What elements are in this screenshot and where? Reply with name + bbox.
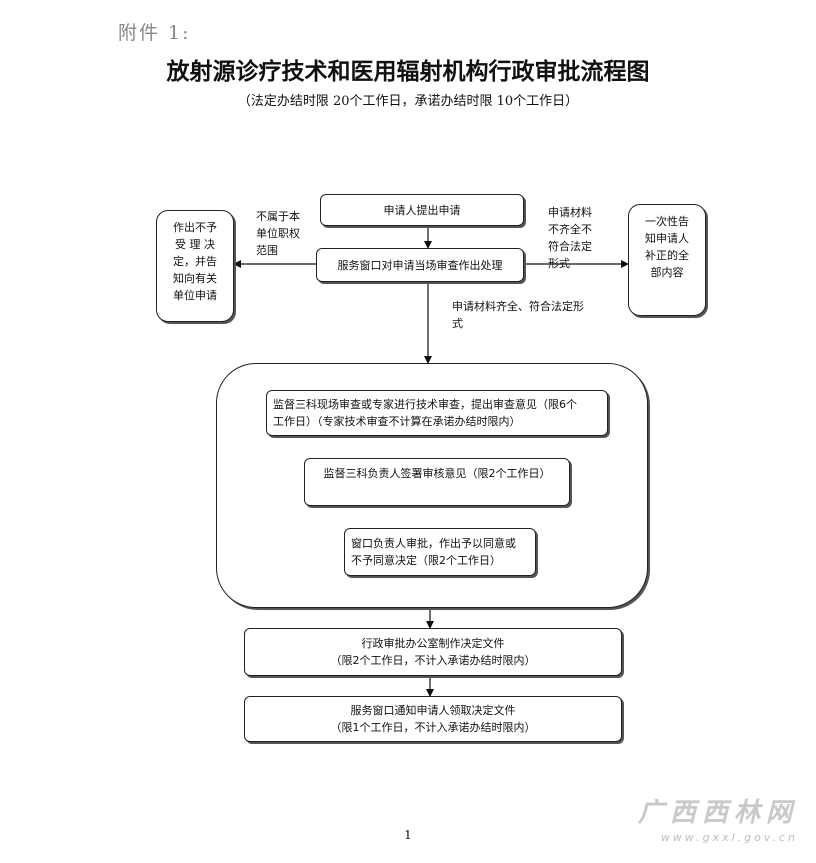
step-window-approval: 窗口负责人审批，作出予以同意或 不予同意决定（限2个工作日） bbox=[344, 528, 536, 576]
step-notify-applicant: 服务窗口通知申请人领取决定文件 （限1个工作日，不计入承诺办结时限内） bbox=[244, 696, 622, 742]
page-title: 放射源诊疗技术和医用辐射机构行政审批流程图 bbox=[166, 58, 650, 85]
watermark-name: 广西西林网 bbox=[637, 798, 798, 828]
reject-condition-label: 不属于本 单位职权 范围 bbox=[256, 210, 300, 257]
apply-box: 申请人提出申请 bbox=[320, 194, 524, 226]
correct-condition-label: 申请材料 不齐全不 符合法定 形式 bbox=[548, 206, 592, 270]
window-review-box: 服务窗口对申请当场审查作出处理 bbox=[316, 248, 524, 282]
accept-condition-label: 申请材料齐全、符合法定形 式 bbox=[452, 300, 584, 330]
attachment-label: 附件 1: bbox=[118, 22, 191, 44]
reject-box: 作出不予 受 理 决 定，并告 知向有关 单位申请 bbox=[156, 210, 234, 322]
step-director-review: 监督三科负责人签署审核意见（限2个工作日） bbox=[304, 458, 570, 506]
page-number: 1 bbox=[404, 828, 412, 842]
site-watermark: 广西西林网 www.gxxl.gov.cn bbox=[638, 792, 798, 844]
page-subtitle: （法定办结时限 20个工作日，承诺办结时限 10个工作日） bbox=[237, 94, 579, 109]
step-make-decision-document: 行政审批办公室制作决定文件 （限2个工作日，不计入承诺办结时限内） bbox=[244, 628, 622, 676]
watermark-url: www.gxxl.gov.cn bbox=[660, 831, 798, 844]
step-technical-review: 监督三科现场审查或专家进行技术审查，提出审查意见（限6个 工作日）（专家技术审查… bbox=[266, 390, 608, 436]
correct-box: 一次性告 知申请人 补正的全 部内容 bbox=[628, 204, 706, 316]
